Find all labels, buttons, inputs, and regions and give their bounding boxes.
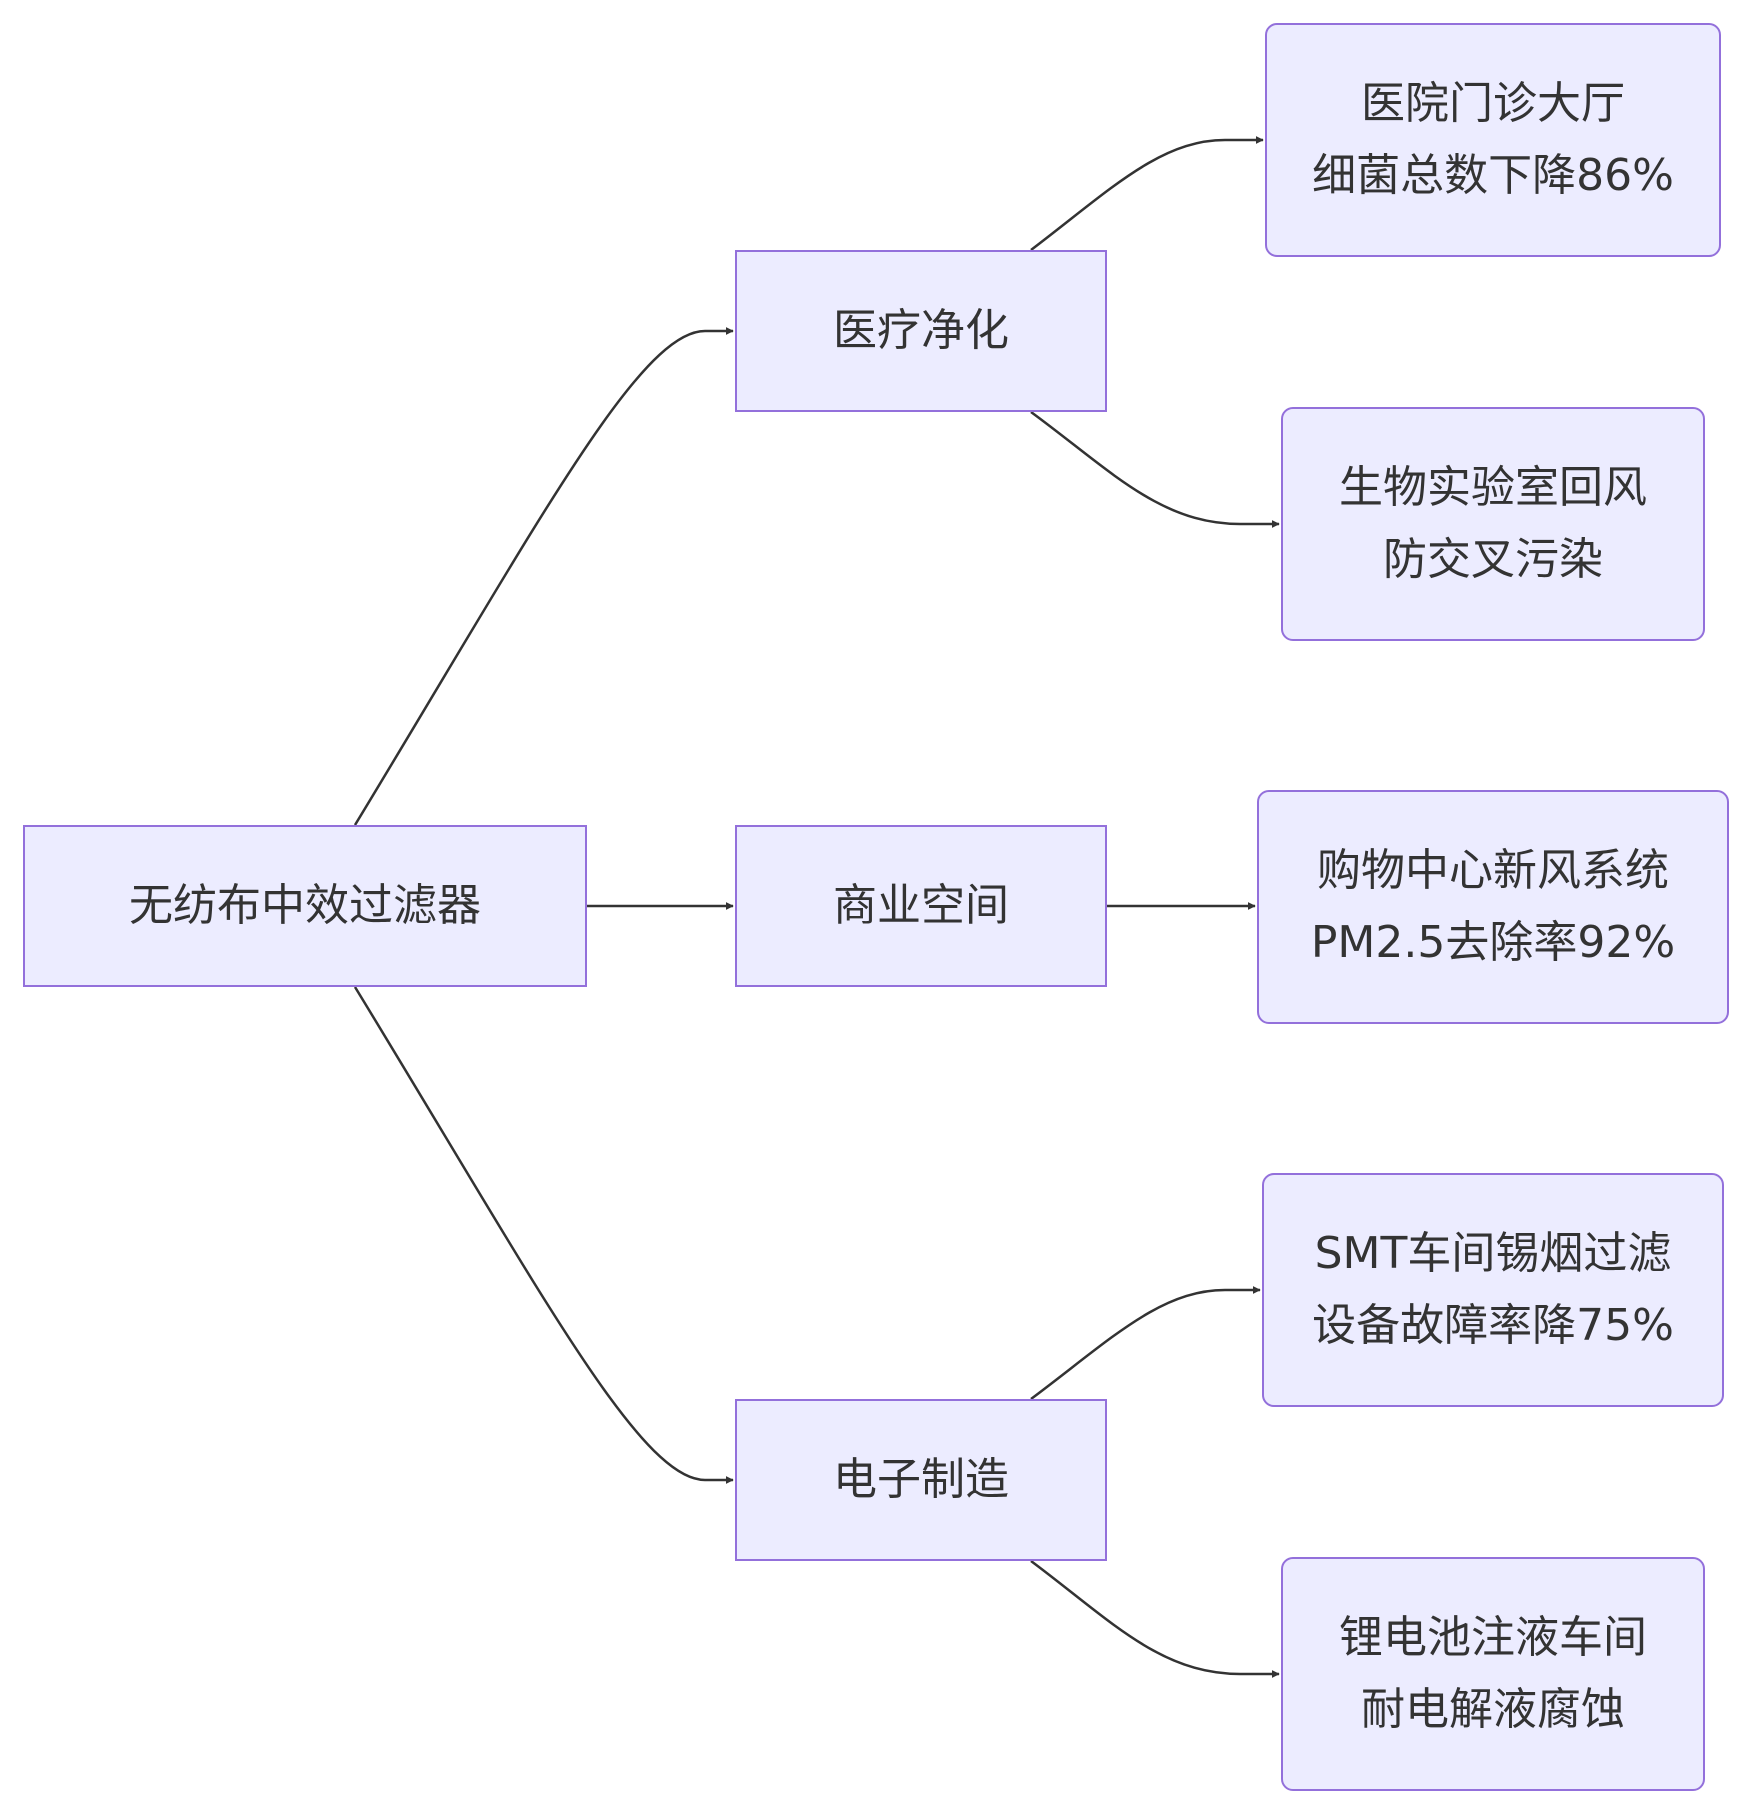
node-label-line-1: SMT车间锡烟过滤 [1314,1228,1672,1279]
node-lithium-electrolyte-workshop: 锂电池注液车间 耐电解液腐蚀 [1281,1557,1705,1791]
node-smt-solder-fume: SMT车间锡烟过滤 设备故障率降75% [1262,1173,1724,1407]
node-label-line-1: 生物实验室回风 [1339,462,1647,513]
node-label: 医疗净化 [833,305,1009,356]
node-mall-fresh-air: 购物中心新风系统 PM2.5去除率92% [1257,790,1729,1024]
edge-electronics-to-lithium [1030,1559,1280,1678]
node-label-line-2: PM2.5去除率92% [1310,917,1676,968]
edge-root-to-medical [353,327,734,826]
node-electronics-manufacturing: 电子制造 [735,1399,1107,1561]
node-nonwoven-medium-filter: 无纺布中效过滤器 [23,825,587,987]
node-label-line-2: 防交叉污染 [1383,534,1603,585]
node-label: 商业空间 [833,880,1009,931]
node-label-line-2: 细菌总数下降86% [1312,150,1674,201]
edge-medical-to-biolab [1030,410,1280,528]
node-biolab-return-air: 生物实验室回风 防交叉污染 [1281,407,1705,641]
node-label-line-1: 医院门诊大厅 [1361,78,1625,129]
node-label-line-1: 锂电池注液车间 [1339,1612,1647,1663]
node-label: 电子制造 [833,1454,1009,1505]
node-label-line-2: 耐电解液腐蚀 [1361,1684,1625,1735]
node-label-line-1: 购物中心新风系统 [1317,845,1669,896]
edge-electronics-to-smt [1030,1286,1261,1401]
node-medical-purification: 医疗净化 [735,250,1107,412]
node-hospital-lobby: 医院门诊大厅 细菌总数下降86% [1265,23,1721,257]
edge-medical-to-hospital [1030,136,1264,251]
node-commercial-space: 商业空间 [735,825,1107,987]
node-label-line-2: 设备故障率降75% [1312,1300,1674,1351]
edge-root-to-electronics [353,986,734,1484]
node-label: 无纺布中效过滤器 [129,880,481,931]
